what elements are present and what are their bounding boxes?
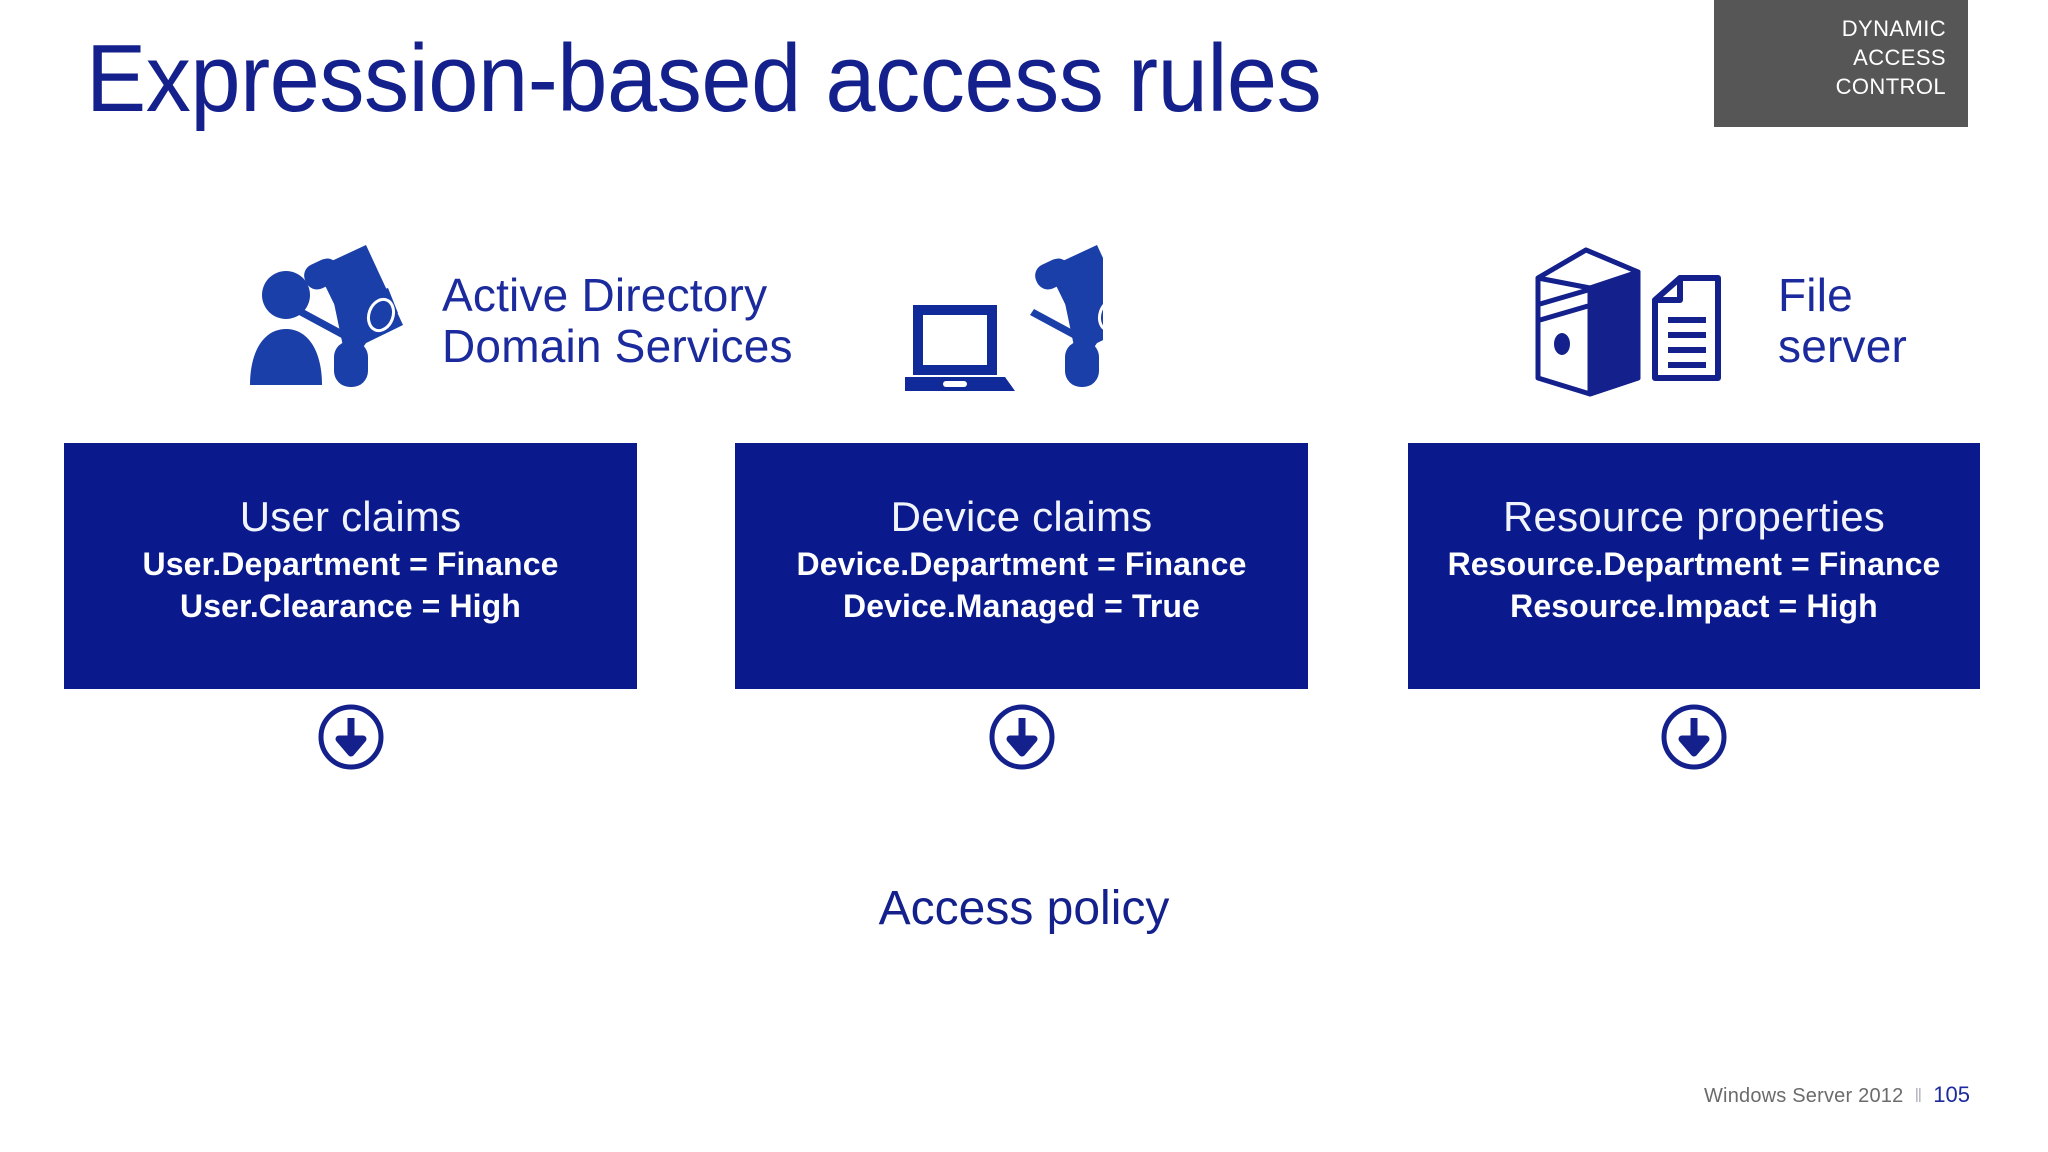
user-claims-line-1: User.Department = Finance <box>142 546 559 582</box>
resource-properties-arrow-wrap <box>1408 703 1980 771</box>
fs-label-line-1: File <box>1778 268 1853 321</box>
active-directory-icon <box>248 243 410 398</box>
slide-footer: Windows Server 2012 ‖ 105 <box>1704 1082 1970 1108</box>
user-claims-line-2: User.Clearance = High <box>180 588 521 624</box>
footer-brand: Windows Server 2012 <box>1703 1085 1904 1107</box>
column-user-claims: User claims User.Department = Finance Us… <box>64 443 637 771</box>
source-active-directory: Active Directory Domain Services <box>248 243 793 398</box>
footer-separator: ‖ <box>1914 1086 1923 1107</box>
arrow-down-circle-icon <box>989 704 1054 770</box>
user-claims-box: User claims User.Department = Finance Us… <box>64 443 637 689</box>
dynamic-access-control-badge: DYNAMIC ACCESS CONTROL <box>1714 0 1968 127</box>
source-label-file-server: File server <box>1778 268 1908 372</box>
device-laptop-icon <box>895 243 1134 398</box>
arrow-down-circle-icon <box>318 704 383 770</box>
file-server-icon <box>1528 238 1748 403</box>
resource-properties-title: Resource properties <box>1503 493 1885 540</box>
badge-line-2: ACCESS <box>1853 45 1946 70</box>
access-policy-label: Access policy <box>878 882 1170 935</box>
source-label-active-directory: Active Directory Domain Services <box>442 268 793 372</box>
arrow-down-circle-icon <box>1661 704 1727 770</box>
badge-line-3: CONTROL <box>1835 74 1946 99</box>
badge-line-1: DYNAMIC <box>1841 16 1946 41</box>
user-claims-title: User claims <box>239 493 462 540</box>
fs-label-line-2: server <box>1778 319 1908 372</box>
device-claims-line-2: Device.Managed = True <box>843 588 1200 624</box>
device-claims-line-1: Device.Department = Finance <box>796 546 1247 582</box>
resource-properties-line-2: Resource.Impact = High <box>1510 588 1878 624</box>
source-file-server: File server <box>1528 238 1907 403</box>
resource-properties-box: Resource properties Resource.Department … <box>1408 443 1980 689</box>
page-title: Expression-based access rules <box>86 25 1322 132</box>
ad-label-line-2: Domain Services <box>442 319 793 372</box>
footer-page-number: 105 <box>1933 1082 1970 1107</box>
column-device-claims: Device claims Device.Department = Financ… <box>735 443 1308 771</box>
device-claims-box: Device claims Device.Department = Financ… <box>735 443 1308 689</box>
device-claims-arrow-wrap <box>735 703 1308 771</box>
column-resource-properties: Resource properties Resource.Department … <box>1408 443 1980 771</box>
user-claims-arrow-wrap <box>64 703 637 771</box>
source-device <box>895 243 1134 398</box>
ad-label-line-1: Active Directory <box>442 268 768 321</box>
resource-properties-line-1: Resource.Department = Finance <box>1447 546 1941 582</box>
device-claims-title: Device claims <box>890 493 1153 540</box>
